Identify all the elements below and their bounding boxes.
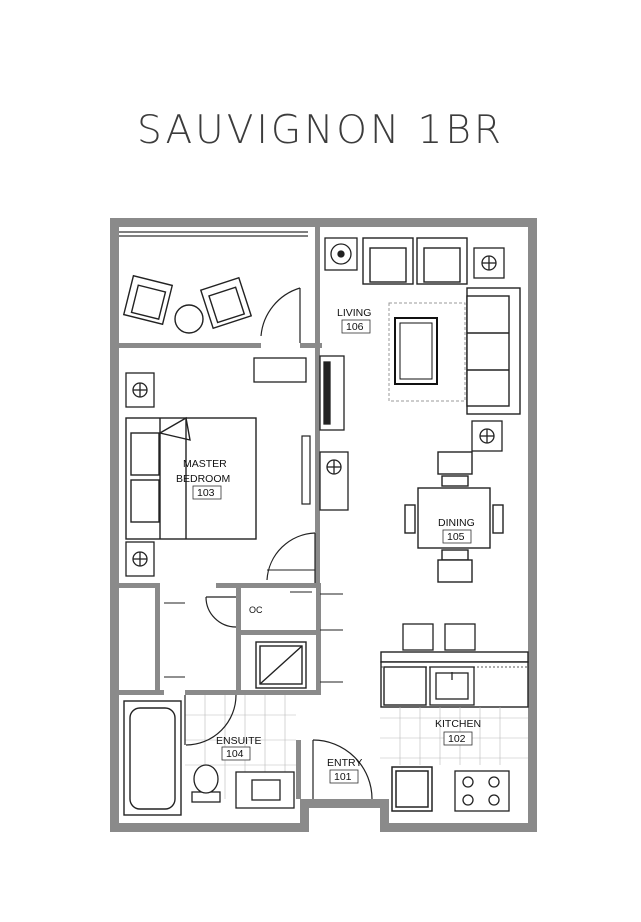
area-rug	[388, 302, 466, 402]
bed	[125, 416, 257, 540]
interior-walls	[119, 227, 322, 799]
dining-table	[404, 451, 504, 583]
closet-label: OC	[249, 605, 263, 615]
armchair	[416, 237, 468, 285]
media-unit	[319, 355, 345, 431]
nightstand	[125, 541, 155, 577]
entry-number: 101	[334, 771, 352, 783]
sink-icon	[429, 666, 475, 706]
closet-shelf	[164, 591, 343, 683]
kitchen-number: 102	[448, 733, 466, 745]
ensuite-number: 104	[226, 748, 244, 760]
closet-door	[205, 596, 237, 628]
entry-door	[312, 739, 373, 800]
bar-stool	[402, 623, 434, 651]
bathtub	[123, 700, 182, 816]
kitchen-tile-grid	[380, 707, 528, 765]
nightstand	[125, 372, 155, 408]
toilet-icon	[191, 764, 221, 803]
master-bedroom-number: 103	[197, 487, 215, 499]
lamp-table-icon	[471, 420, 503, 452]
living-label: LIVING	[337, 307, 371, 319]
dining-label: DINING	[438, 517, 475, 529]
fridge	[391, 766, 433, 812]
closet-rod	[301, 435, 311, 505]
balcony-chair	[199, 276, 253, 330]
plan-title: SAUVIGNON 1BR	[137, 108, 504, 153]
lamp-table-icon	[324, 237, 358, 271]
dresser	[253, 357, 307, 383]
vanity	[235, 771, 295, 809]
balcony-chair	[122, 274, 174, 326]
ensuite-door	[184, 694, 237, 746]
balcony-railing	[119, 231, 308, 237]
dining-number: 105	[447, 531, 465, 543]
entry-label: ENTRY	[327, 757, 362, 769]
balcony-table	[174, 304, 204, 334]
kitchen-label: KITCHEN	[435, 718, 481, 730]
master-bedroom-label-line2: BEDROOM	[176, 473, 230, 485]
balcony-door	[260, 287, 301, 343]
sofa	[466, 287, 521, 415]
coffee-table	[394, 317, 438, 385]
bedroom-door	[266, 532, 316, 583]
living-number: 106	[346, 321, 364, 333]
bar-stool	[444, 623, 476, 651]
armchair	[362, 237, 414, 285]
stove-icon	[454, 770, 510, 812]
lamp-table-icon	[319, 451, 349, 511]
master-bedroom-label-line1: MASTER	[183, 458, 227, 470]
laundry-unit	[255, 641, 307, 689]
ensuite-label: ENSUITE	[216, 735, 262, 747]
ensuite-tile-grid	[185, 695, 296, 799]
lamp-table-icon	[473, 247, 505, 279]
